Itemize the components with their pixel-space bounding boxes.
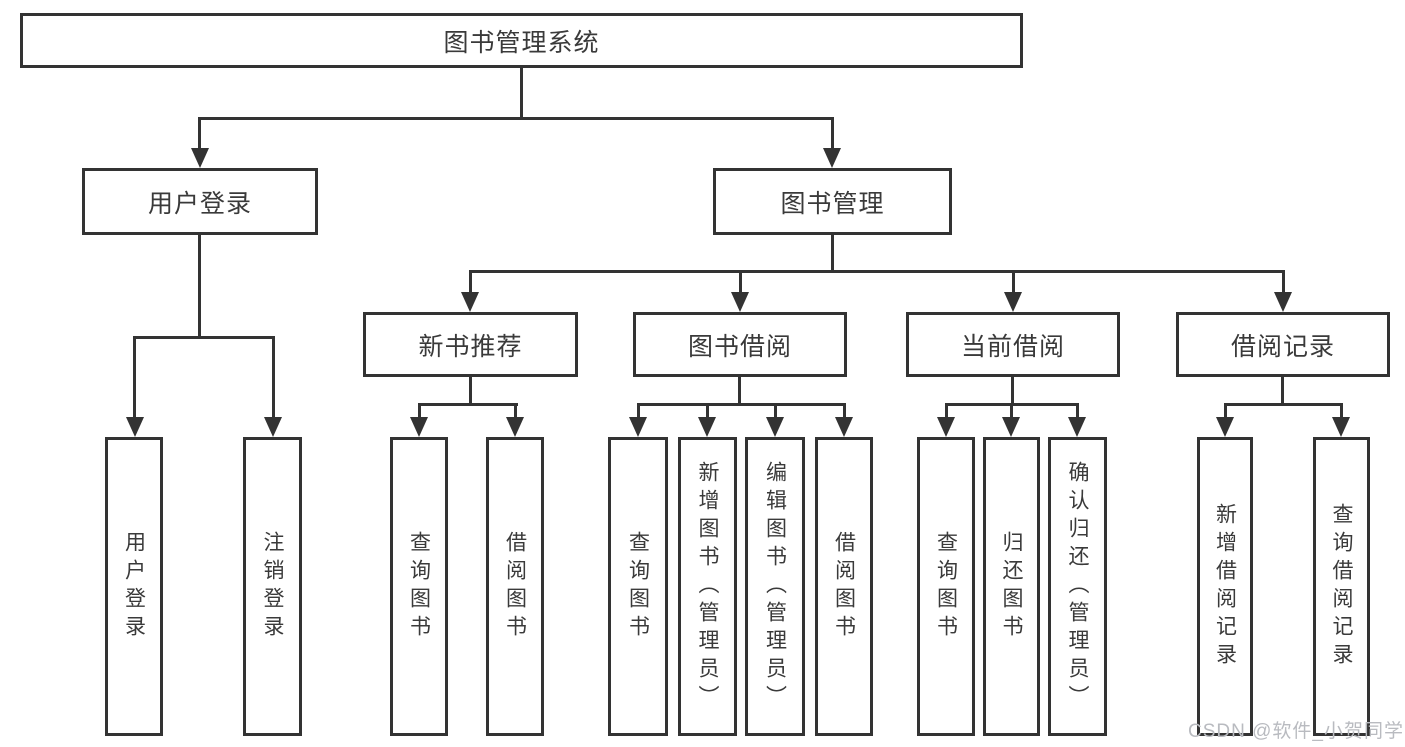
node-label: 图书借阅 xyxy=(687,332,792,361)
node-label: 新书推荐 xyxy=(418,332,523,361)
connector-root-stem xyxy=(520,66,523,119)
connector-drop xyxy=(418,403,421,418)
connector-drop xyxy=(133,336,136,418)
node-user-login: 用户登录 xyxy=(82,168,318,235)
node-label: 借阅记录 xyxy=(1230,332,1335,361)
connector-userlogin-stem xyxy=(198,235,201,339)
node-label: 新增借阅记录 xyxy=(1213,502,1237,671)
node-label: 归还图书 xyxy=(1000,530,1023,643)
leaf-query-books-recommend: 查询图书 xyxy=(390,437,448,736)
arrow-down-icon xyxy=(1068,417,1086,437)
arrow-down-icon xyxy=(461,292,479,312)
connector-drop xyxy=(469,270,472,293)
arrow-down-icon xyxy=(264,417,282,437)
leaf-user-login: 用户登录 xyxy=(105,437,163,736)
connector-drop xyxy=(1012,270,1015,293)
arrow-down-icon xyxy=(937,417,955,437)
node-book-borrowing: 图书借阅 xyxy=(633,312,847,377)
connector-stem xyxy=(1011,377,1014,406)
arrow-down-icon xyxy=(506,417,524,437)
arrow-down-icon xyxy=(835,417,853,437)
node-label: 确认归还（管理员） xyxy=(1066,460,1089,713)
arrow-down-icon xyxy=(1332,417,1350,437)
connector-bookmgmt-bar xyxy=(469,270,1285,273)
arrow-down-icon xyxy=(126,417,144,437)
leaf-query-books-borrowing: 查询图书 xyxy=(608,437,668,736)
leaf-add-books-admin: 新增图书（管理员） xyxy=(678,437,737,736)
connector-drop xyxy=(514,403,517,418)
node-borrowing-records: 借阅记录 xyxy=(1176,312,1390,377)
leaf-logout-login: 注销登录 xyxy=(243,437,302,736)
connector-drop xyxy=(739,270,742,293)
arrow-down-icon xyxy=(1216,417,1234,437)
connector-drop xyxy=(774,403,777,418)
node-label: 用户登录 xyxy=(122,530,146,643)
arrow-down-icon xyxy=(1274,292,1292,312)
node-label: 编辑图书（管理员） xyxy=(763,460,787,713)
node-label: 用户登录 xyxy=(147,189,252,218)
leaf-edit-books-admin: 编辑图书（管理员） xyxy=(745,437,805,736)
leaf-add-borrow-record: 新增借阅记录 xyxy=(1197,437,1253,736)
node-label: 借阅图书 xyxy=(503,530,527,643)
connector-bookmgmt-stem xyxy=(831,233,834,273)
node-library-management-system: 图书管理系统 xyxy=(20,13,1023,68)
leaf-borrow-books: 借阅图书 xyxy=(815,437,873,736)
node-label: 当前借阅 xyxy=(960,332,1065,361)
connector-drop xyxy=(1224,403,1227,418)
node-label: 图书管理 xyxy=(780,189,885,218)
connector-bar xyxy=(418,403,518,406)
node-label: 注销登录 xyxy=(261,530,284,643)
connector-stem xyxy=(1281,377,1284,406)
connector-drop xyxy=(843,403,846,418)
connector-drop xyxy=(637,403,640,418)
node-label: 查询借阅记录 xyxy=(1330,502,1353,671)
connector-userlogin-bar xyxy=(133,336,275,339)
node-label: 借阅图书 xyxy=(832,530,856,643)
csdn-watermark: CSDN @软件_小贺同学 xyxy=(1188,721,1404,742)
leaf-borrow-books-recommend: 借阅图书 xyxy=(486,437,544,736)
node-label: 查询图书 xyxy=(626,530,650,643)
arrow-down-icon xyxy=(698,417,716,437)
arrow-down-icon xyxy=(1004,292,1022,312)
leaf-query-books-current: 查询图书 xyxy=(917,437,975,736)
node-new-book-recommendation: 新书推荐 xyxy=(363,312,578,377)
connector-root-right-drop xyxy=(831,117,834,149)
node-label: 查询图书 xyxy=(934,530,958,643)
connector-drop xyxy=(1340,403,1343,418)
arrow-down-icon xyxy=(191,148,209,168)
connector-drop xyxy=(945,403,948,418)
node-label: 新增图书（管理员） xyxy=(696,460,719,713)
connector-drop xyxy=(1010,403,1013,418)
connector-stem xyxy=(469,377,472,406)
node-current-borrowing: 当前借阅 xyxy=(906,312,1120,377)
connector-bar xyxy=(1224,403,1342,406)
node-label: 图书管理系统 xyxy=(443,28,600,57)
connector-root-left-drop xyxy=(198,117,201,149)
connector-drop xyxy=(706,403,709,418)
arrow-down-icon xyxy=(1002,417,1020,437)
connector-bar xyxy=(637,403,845,406)
leaf-query-borrow-record: 查询借阅记录 xyxy=(1313,437,1370,736)
leaf-return-books: 归还图书 xyxy=(983,437,1040,736)
connector-drop xyxy=(272,336,275,418)
leaf-confirm-return-admin: 确认归还（管理员） xyxy=(1048,437,1107,736)
connector-root-bar xyxy=(198,117,834,120)
connector-drop xyxy=(1076,403,1079,418)
arrow-down-icon xyxy=(766,417,784,437)
arrow-down-icon xyxy=(823,148,841,168)
node-book-management: 图书管理 xyxy=(713,168,952,235)
arrow-down-icon xyxy=(629,417,647,437)
connector-stem xyxy=(738,377,741,406)
arrow-down-icon xyxy=(731,292,749,312)
node-label: 查询图书 xyxy=(407,530,431,643)
arrow-down-icon xyxy=(410,417,428,437)
connector-drop xyxy=(1282,270,1285,293)
